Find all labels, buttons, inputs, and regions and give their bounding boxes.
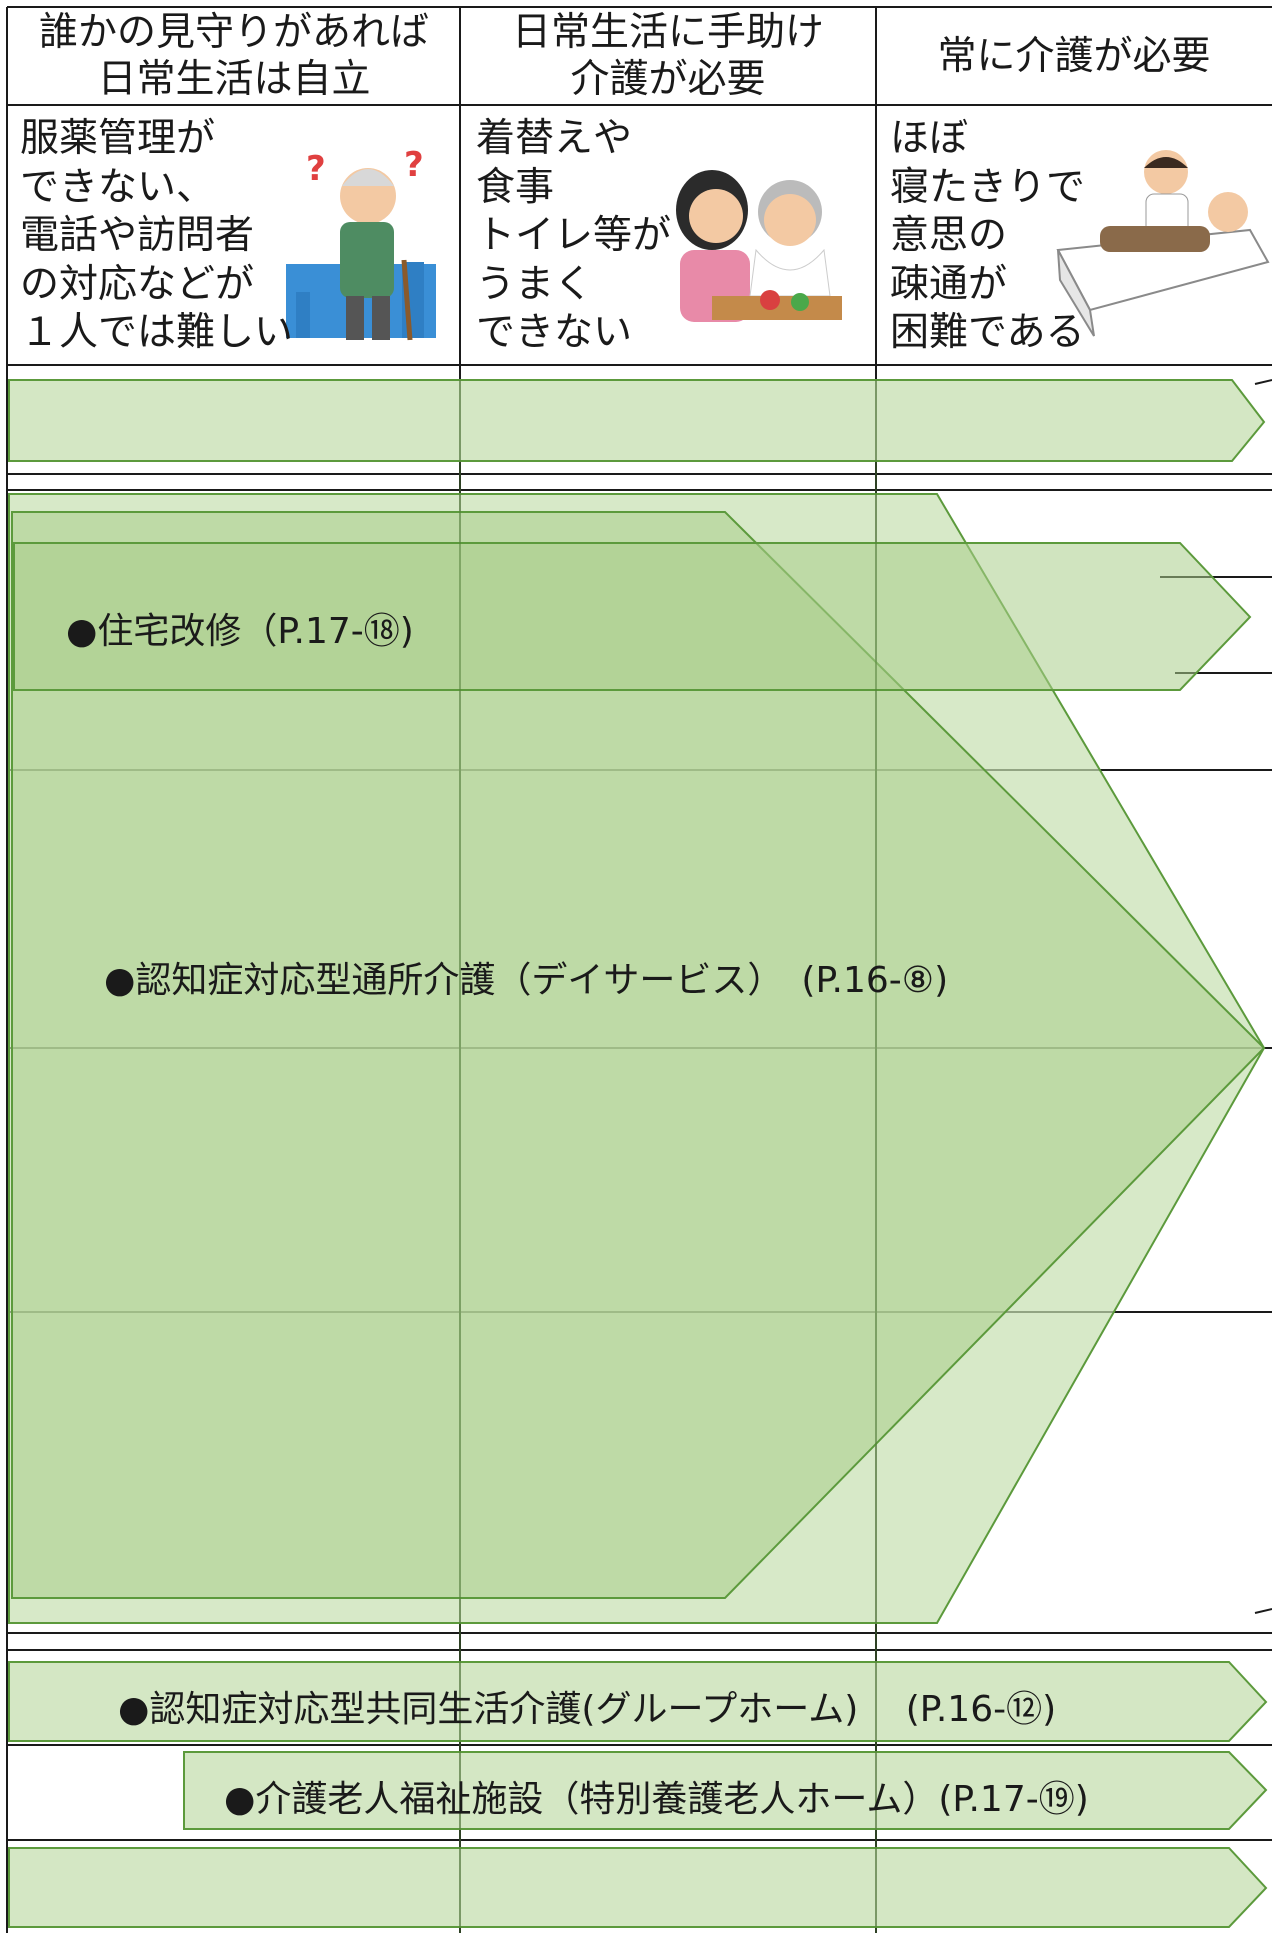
elderly-man-confused-icon: ? ? (286, 145, 436, 341)
arrow-bottom-empty (8, 1847, 1268, 1928)
arrow-home-renovation (13, 542, 1252, 691)
column-header-1-line-1: 誰かの見守りがあれば (38, 10, 429, 55)
column-description-3: ほぼ 寝たきりで 意思の 疎通が 困難である (890, 116, 1086, 355)
column-header-3-line-1: 常に介護が必要 (937, 33, 1211, 79)
column-header-3: 常に介護が必要 (878, 8, 1270, 104)
service-label-home-renovation: ●住宅改修（P.17-⑱) (66, 611, 414, 652)
column-description-2: 着替えや 食事 トイレ等が うまく できない (476, 116, 672, 355)
svg-text:?: ? (404, 145, 424, 185)
arrow-nursing-home (183, 1751, 1268, 1830)
service-arrows (8, 379, 1268, 1928)
column-header-1-line-2: 日常生活は自立 (97, 57, 371, 102)
column-header-2-line-1: 日常生活に手助け (511, 10, 824, 55)
service-label-nursing-home: ●介護老人福祉施設（特別養護老人ホーム）(P.17-⑲) (224, 1779, 1089, 1820)
column-description-1: 服薬管理が できない、 電話や訪問者 の対応などが １人では難しい (20, 116, 294, 355)
service-label-dementia-day-service: ●認知症対応型通所介護（デイサービス） (P.16-⑧) (104, 960, 949, 1001)
column-lines-overlay (459, 380, 877, 1933)
svg-text:?: ? (306, 149, 326, 189)
arrow-dementia-day-inner (11, 511, 1266, 1599)
caregiver-feeding-icon (676, 170, 842, 322)
caregiver-bedridden-icon (1056, 150, 1270, 337)
column-header-2: 日常生活に手助け 介護が必要 (462, 8, 874, 104)
column-header-2-line-2: 介護が必要 (570, 57, 766, 102)
column-header-1: 誰かの見守りがあれば 日常生活は自立 (9, 8, 459, 104)
arrow-top-empty (8, 379, 1266, 462)
service-label-group-home: ●認知症対応型共同生活介護(グループホーム) (P.16-⑫) (118, 1689, 1057, 1730)
arrow-group-home (8, 1661, 1268, 1742)
